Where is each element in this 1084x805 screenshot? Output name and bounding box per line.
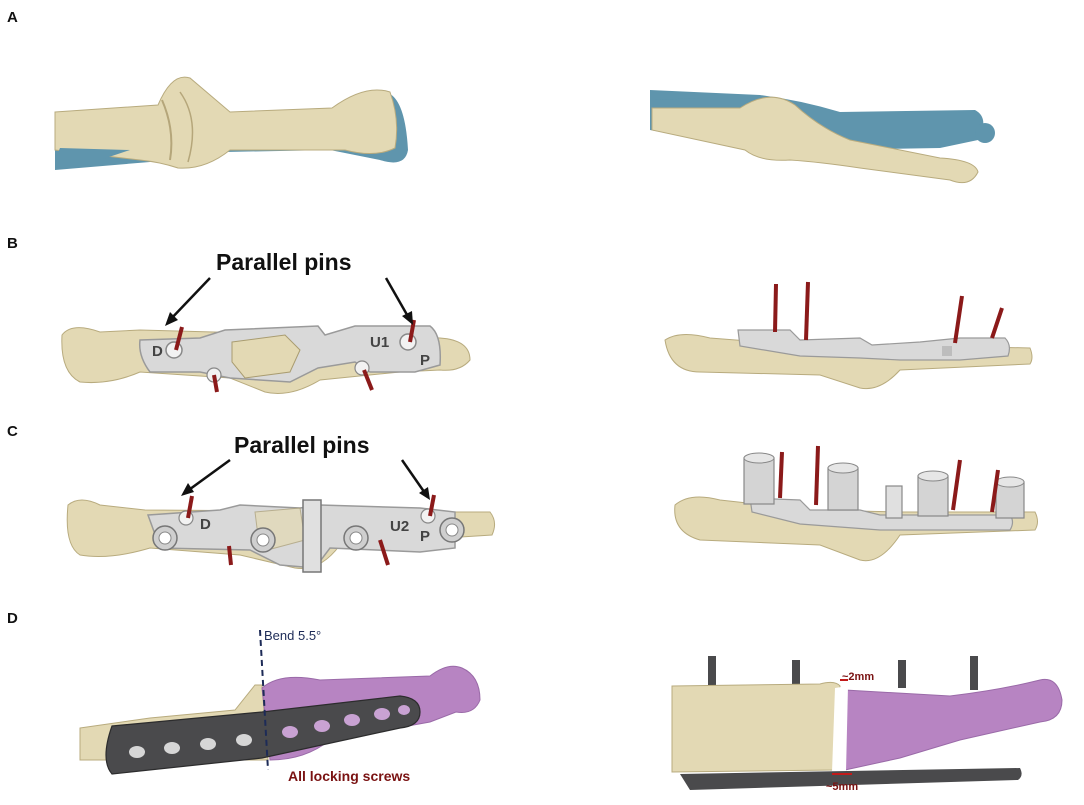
panel-c-letter: C: [7, 423, 18, 440]
panel-b-left-pins: [174, 319, 416, 393]
panel-b-right-bone-with-guide: [664, 329, 1033, 390]
panel-b-callout: Parallel pins: [216, 249, 352, 275]
panel-a-left-bone: [54, 76, 408, 170]
panel-d-gap-top-label: ~2mm: [842, 671, 875, 683]
panel-c-right-bone-with-guide: [674, 452, 1038, 562]
panel-b-letter: B: [7, 235, 18, 252]
panel-b-left-bone-with-guide: [61, 325, 471, 394]
panel-c-label-p: P: [420, 528, 431, 545]
panel-c-label-d: D: [200, 516, 211, 533]
panel-c-arrows: [181, 458, 430, 500]
panel-c-left-bone-with-guide: [66, 499, 496, 573]
panel-d-bend-label: Bend 5.5°: [264, 628, 322, 643]
panel-b-label-d: D: [152, 343, 163, 360]
panel-c-label-u2: U2: [390, 518, 410, 535]
panel-b-right-pins: [773, 281, 1004, 344]
panel-c-left-pins: [186, 494, 436, 566]
panel-d-letter: D: [7, 610, 18, 627]
panel-b-label-u1: U1: [370, 334, 390, 351]
panel-b-arrows: [165, 277, 413, 326]
panel-d-right-bone-and-plate: [671, 656, 1063, 790]
panel-a-right-bone: [650, 90, 995, 184]
panel-d-screws-label: All locking screws: [288, 768, 411, 784]
panel-b-label-p: P: [420, 352, 431, 369]
panel-d-left-bone-and-plate: [79, 629, 481, 775]
panel-c-right-pins: [778, 445, 1000, 513]
panel-a-letter: A: [7, 9, 18, 26]
panel-c-callout: Parallel pins: [234, 432, 370, 458]
panel-d-gap-bottom-label: ~5mm: [826, 781, 859, 793]
